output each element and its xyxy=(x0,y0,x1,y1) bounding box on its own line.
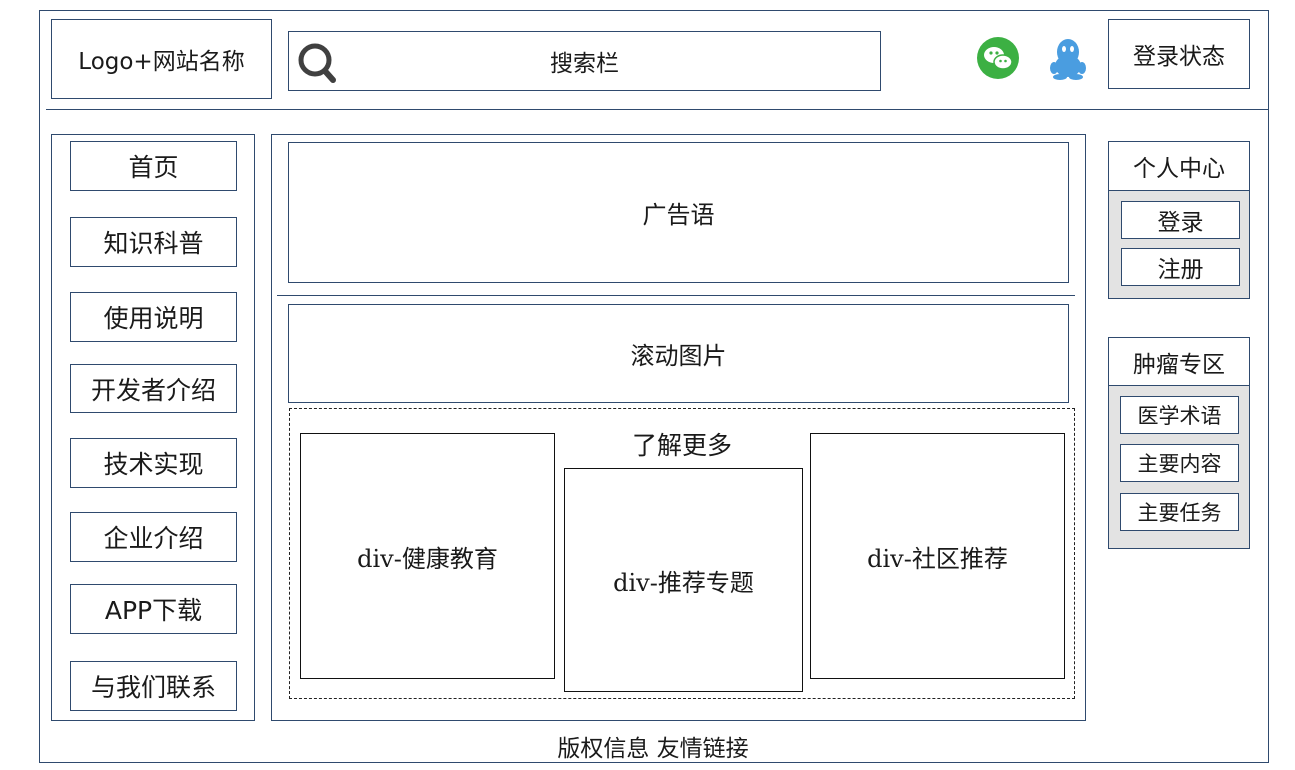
register-button[interactable]: 注册 xyxy=(1121,248,1240,286)
login-status-box[interactable]: 登录状态 xyxy=(1108,19,1250,89)
header-divider xyxy=(46,109,1268,110)
login-status-text: 登录状态 xyxy=(1133,44,1225,70)
nav-item-label: 首页 xyxy=(128,153,179,182)
nav-item-app-download[interactable]: APP下载 xyxy=(70,584,237,634)
tumor-zone-title-text: 肿瘤专区 xyxy=(1133,351,1225,378)
main-divider xyxy=(277,295,1075,296)
search-icon[interactable] xyxy=(297,40,341,84)
nav-item-contact[interactable]: 与我们联系 xyxy=(70,661,237,711)
nav-item-label: 企业介绍 xyxy=(103,524,204,553)
nav-item-label: 开发者介绍 xyxy=(90,375,216,405)
nav-item-company[interactable]: 企业介绍 xyxy=(70,512,237,562)
card-label: div-推荐专题 xyxy=(613,568,754,597)
wechat-icon[interactable] xyxy=(976,36,1020,80)
nav-item-label: 使用说明 xyxy=(103,304,204,333)
login-button-label: 登录 xyxy=(1157,210,1204,236)
main-content-link[interactable]: 主要内容 xyxy=(1120,444,1239,482)
personal-center-title-text: 个人中心 xyxy=(1133,156,1225,182)
carousel-text: 滚动图片 xyxy=(630,342,727,370)
register-button-label: 注册 xyxy=(1157,257,1204,283)
card-recommended-topics[interactable]: div-推荐专题 xyxy=(564,468,803,692)
main-content-label: 主要内容 xyxy=(1137,452,1222,476)
login-button[interactable]: 登录 xyxy=(1121,201,1240,239)
medical-terms-label: 医学术语 xyxy=(1137,404,1222,428)
tumor-zone-title: 肿瘤专区 xyxy=(1108,337,1250,386)
search-label: 搜索栏 xyxy=(550,51,619,77)
slogan-box: 广告语 xyxy=(288,142,1069,283)
search-bar[interactable]: 搜索栏 xyxy=(288,31,881,91)
carousel-box[interactable]: 滚动图片 xyxy=(288,304,1069,403)
main-tasks-label: 主要任务 xyxy=(1137,501,1222,525)
learn-more-section xyxy=(289,408,1075,699)
qq-icon[interactable] xyxy=(1045,35,1091,81)
nav-item-instructions[interactable]: 使用说明 xyxy=(70,292,237,342)
nav-item-label: 技术实现 xyxy=(103,450,204,479)
nav-item-home[interactable]: 首页 xyxy=(70,141,237,191)
main-tasks-link[interactable]: 主要任务 xyxy=(1120,493,1239,531)
card-community[interactable]: div-社区推荐 xyxy=(810,433,1065,679)
slogan-text: 广告语 xyxy=(642,201,715,229)
logo-text: Logo+网站名称 xyxy=(78,49,245,75)
medical-terms-link[interactable]: 医学术语 xyxy=(1120,396,1239,434)
footer-text[interactable]: 版权信息 友情链接 xyxy=(557,736,749,762)
nav-item-label: 与我们联系 xyxy=(90,673,216,702)
logo-box[interactable]: Logo+网站名称 xyxy=(51,19,272,99)
nav-item-developers[interactable]: 开发者介绍 xyxy=(70,364,237,413)
nav-item-knowledge[interactable]: 知识科普 xyxy=(70,217,237,267)
card-label: div-社区推荐 xyxy=(867,544,1008,573)
nav-item-technology[interactable]: 技术实现 xyxy=(70,438,237,488)
nav-item-label: 知识科普 xyxy=(103,229,204,258)
nav-item-label: APP下载 xyxy=(104,596,203,625)
personal-center-title: 个人中心 xyxy=(1108,141,1250,191)
card-label: div-健康教育 xyxy=(357,544,498,573)
learn-more-title: 了解更多 xyxy=(631,431,732,460)
card-health-education[interactable]: div-健康教育 xyxy=(300,433,555,679)
